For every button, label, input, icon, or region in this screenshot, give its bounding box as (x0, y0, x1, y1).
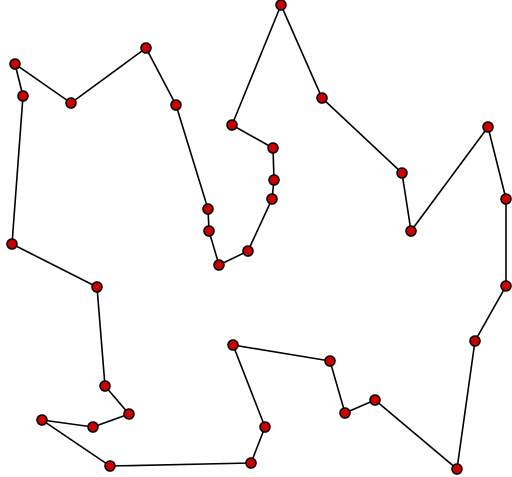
graph-edge (374, 399, 458, 470)
graph-node (267, 142, 279, 154)
graph-edge (14, 63, 72, 104)
graph-edge (41, 419, 94, 428)
graph-node (87, 421, 99, 433)
graph-edge (232, 344, 266, 428)
graph-node (268, 174, 280, 186)
graph-node (339, 407, 351, 419)
graph-node (316, 92, 328, 104)
graph-node (203, 225, 215, 237)
graph-node (275, 0, 287, 11)
graph-edge (109, 462, 252, 467)
graph-edge (321, 97, 403, 174)
graph-node (469, 335, 481, 347)
graph-node (227, 339, 239, 351)
graph-edge (96, 286, 106, 387)
graph-edges (11, 4, 507, 470)
graph-node (500, 280, 512, 292)
graph-node (17, 90, 29, 102)
graph-edge (175, 104, 209, 210)
graph-edge (231, 124, 274, 149)
graph-edge (410, 126, 489, 232)
graph-node (405, 225, 417, 237)
graph-edge (41, 419, 111, 467)
graph-edge (232, 344, 331, 362)
graph-node (259, 421, 271, 433)
graph-node (99, 380, 111, 392)
graph-edge (11, 95, 24, 245)
graph-edge (250, 426, 266, 464)
graph-node (226, 119, 238, 131)
graph-node (202, 203, 214, 215)
graph-node (65, 97, 77, 109)
graph-node (91, 281, 103, 293)
graph-edge (401, 172, 412, 232)
graph-node (482, 121, 494, 133)
graph-node (500, 193, 512, 205)
graph-edge (70, 47, 147, 104)
graph-node (396, 167, 408, 179)
graph-edge (11, 243, 98, 288)
graph-edge (329, 360, 346, 414)
graph-node (123, 408, 135, 420)
graph-node (170, 99, 182, 111)
graph-edge (456, 340, 476, 470)
graph-edge (208, 230, 220, 266)
graph-edge (487, 126, 507, 200)
graph-edge (474, 285, 507, 342)
graph-edge (104, 385, 130, 415)
graph-node (9, 58, 21, 70)
graph-node (140, 42, 152, 54)
graph-edge (280, 4, 323, 99)
graph-node (6, 238, 18, 250)
graph-node (451, 463, 463, 475)
graph-nodes (6, 0, 512, 475)
graph-edge (145, 47, 177, 106)
graph-edge (92, 413, 130, 428)
graph-node (369, 394, 381, 406)
graph-edge (231, 4, 282, 126)
graph-node (213, 259, 225, 271)
graph-node (36, 414, 48, 426)
graph-node (324, 355, 336, 367)
graph-node (104, 460, 116, 472)
graph-edge (247, 198, 273, 252)
graph-node (242, 245, 254, 257)
graph-node (266, 193, 278, 205)
graph-node (245, 457, 257, 469)
